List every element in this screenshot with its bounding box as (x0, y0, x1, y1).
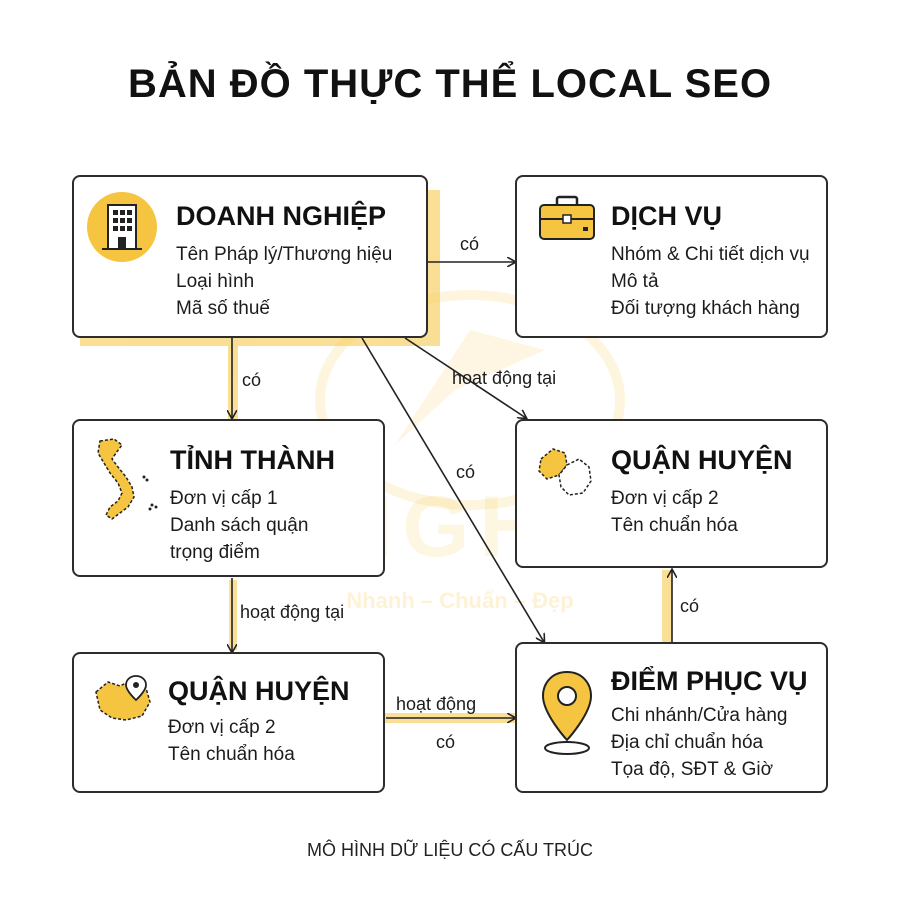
node-diem-phuc-vu: ĐIỂM PHỤC VỤ Chi nhánh/Cửa hàng Địa chỉ … (515, 642, 828, 793)
edge-label-dn-tt: có (242, 370, 262, 390)
edge-label-tt-qhl: hoạt động tại (240, 602, 345, 622)
node-line: Danh sách quận (170, 515, 309, 536)
node-tinh-thanh: TỈNH THÀNH Đơn vị cấp 1 Danh sách quận t… (72, 419, 385, 577)
node-line: Tên chuẩn hóa (168, 744, 295, 765)
node-line: Tên chuẩn hóa (611, 515, 738, 536)
edge-label-dpv-qhr: có (680, 596, 700, 616)
node-line: Đơn vị cấp 2 (611, 488, 719, 509)
edge-label-dn-qhr: hoạt động tại (452, 368, 557, 388)
node-title: QUẬN HUYỆN (168, 676, 350, 706)
node-line: Địa chỉ chuẩn hóa (611, 732, 764, 753)
node-title: ĐIỂM PHỤC VỤ (611, 666, 808, 696)
edge-label-qhl-dpv-top: hoạt động (396, 694, 477, 714)
node-line: Nhóm & Chi tiết dịch vụ (611, 244, 810, 265)
node-title: TỈNH THÀNH (170, 445, 335, 475)
node-title: QUẬN HUYỆN (611, 445, 793, 475)
node-line: Đơn vị cấp 1 (170, 488, 278, 509)
edge-label-qhl-dpv-bottom: có (436, 732, 456, 752)
node-line: Mô tả (611, 271, 659, 292)
node-line: Mã số thuế (176, 298, 270, 319)
node-line: Đối tượng khách hàng (611, 298, 800, 319)
area-map-pin-icon (90, 672, 156, 731)
edge-label-dn-dpv: có (456, 462, 476, 482)
building-icon (86, 191, 158, 268)
edge-dn-qhr (404, 337, 526, 418)
page-title: BẢN ĐỒ THỰC THỂ LOCAL SEO (127, 62, 773, 106)
node-line: Tọa độ, SĐT & Giờ (611, 759, 774, 780)
node-dich-vu: DỊCH VỤ Nhóm & Chi tiết dịch vụ Mô tả Đố… (515, 175, 828, 338)
node-quan-huyen-right: QUẬN HUYỆN Đơn vị cấp 2 Tên chuẩn hóa (515, 419, 828, 568)
footer-caption: MÔ HÌNH DỮ LIỆU CÓ CẤU TRÚC (306, 840, 594, 860)
node-line: Loại hình (176, 271, 255, 292)
node-line: Chi nhánh/Cửa hàng (611, 705, 788, 726)
edge-label-dn-dv: có (460, 234, 480, 254)
node-quan-huyen-left: QUẬN HUYỆN Đơn vị cấp 2 Tên chuẩn hóa (72, 652, 385, 793)
vietnam-map-icon (92, 435, 168, 530)
district-map-icon (535, 441, 595, 506)
node-title: DOANH NGHIỆP (176, 201, 387, 231)
toolbox-icon (537, 193, 597, 248)
location-pin-icon (537, 668, 597, 765)
node-line: trọng điểm (170, 542, 260, 563)
edge-dn-dpv (361, 337, 544, 642)
node-title: DỊCH VỤ (611, 201, 723, 231)
node-line: Tên Pháp lý/Thương hiệu (176, 244, 393, 265)
node-doanh-nghiep: DOANH NGHIỆP Tên Pháp lý/Thương hiệu Loạ… (72, 175, 428, 338)
node-line: Đơn vị cấp 2 (168, 717, 276, 738)
